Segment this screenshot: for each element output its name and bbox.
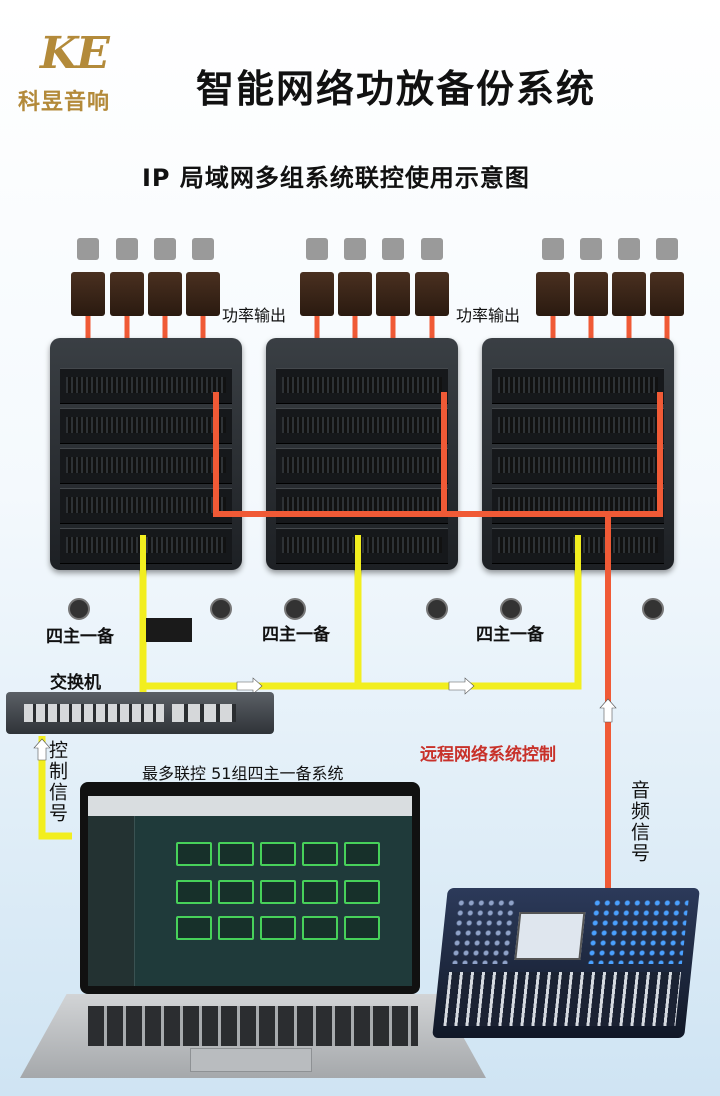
rack-wheel	[500, 598, 522, 620]
speaker-cabinet	[650, 272, 684, 316]
speaker-cabinet	[612, 272, 646, 316]
rack-link-overlay	[140, 392, 663, 600]
power-output-label-2: 功率输出	[456, 306, 521, 325]
speaker-icon	[421, 238, 443, 260]
amp-tile	[344, 842, 380, 866]
rack-wheel	[426, 598, 448, 620]
rack-wheel	[642, 598, 664, 620]
speaker-icon	[306, 238, 328, 260]
amp-tile	[218, 842, 254, 866]
rack-wheel	[210, 598, 232, 620]
amp-tile	[344, 880, 380, 904]
amp-tile	[260, 880, 296, 904]
speaker-cabinet	[148, 272, 182, 316]
laptop-keyboard	[88, 1006, 418, 1046]
amp-tile	[302, 842, 338, 866]
brand-logo: KE 科昱音响	[18, 28, 138, 115]
control-signal-label: 控制信号	[46, 740, 68, 824]
laptop-touchpad	[190, 1048, 312, 1072]
group-list-panel	[88, 816, 135, 986]
software-toolbar	[88, 796, 412, 816]
amp-tile	[302, 880, 338, 904]
network-switch	[6, 692, 274, 734]
speaker-cabinet	[300, 272, 334, 316]
group-label-1: 四主一备	[46, 627, 114, 647]
amp-tile	[176, 916, 212, 940]
speaker-cabinet	[574, 272, 608, 316]
digital-mixer	[432, 888, 700, 1038]
speaker-icon	[618, 238, 640, 260]
group-label-3: 四主一备	[476, 625, 544, 645]
amp-tile	[176, 880, 212, 904]
audio-signal-label: 音频信号	[628, 780, 650, 864]
speaker-icon	[542, 238, 564, 260]
mixer-faders	[443, 972, 682, 1026]
speaker-icon	[344, 238, 366, 260]
speaker-cabinet	[110, 272, 144, 316]
speaker-cabinet	[338, 272, 372, 316]
speaker-icon	[656, 238, 678, 260]
remote-control-label: 远程网络系统控制	[420, 745, 556, 765]
logo-wordmark: 科昱音响	[18, 90, 111, 115]
label-block	[146, 618, 192, 642]
speaker-icon	[192, 238, 214, 260]
speaker-cabinet	[536, 272, 570, 316]
speaker-cabinet	[376, 272, 410, 316]
speaker-cabinet	[415, 272, 449, 316]
speaker-icon	[77, 238, 99, 260]
group-label-2: 四主一备	[262, 625, 330, 645]
logo-mark: KE	[40, 28, 110, 79]
rack-wheel	[68, 598, 90, 620]
amplifier-rack-2	[266, 338, 458, 570]
amp-tile	[218, 880, 254, 904]
laptop-caption: 最多联控 51组四主一备系统	[142, 764, 344, 783]
rack-wheel	[284, 598, 306, 620]
laptop-screen	[80, 782, 420, 994]
amp-tile	[260, 842, 296, 866]
speaker-icon	[382, 238, 404, 260]
amp-tile	[218, 916, 254, 940]
amp-tile	[260, 916, 296, 940]
speaker-icon	[580, 238, 602, 260]
amp-tile	[344, 916, 380, 940]
amp-tile	[302, 916, 338, 940]
page-subtitle: IP 局域网多组系统联控使用示意图	[142, 164, 530, 192]
control-software-window	[88, 796, 412, 986]
power-output-label-1: 功率输出	[222, 306, 287, 325]
speaker-cabinet	[186, 272, 220, 316]
switch-label: 交换机	[50, 673, 101, 693]
amp-tile	[176, 842, 212, 866]
speaker-icon	[116, 238, 138, 260]
mixer-display	[514, 912, 586, 960]
page-title: 智能网络功放备份系统	[196, 67, 597, 111]
speaker-icon	[154, 238, 176, 260]
speaker-cabinet	[71, 272, 105, 316]
